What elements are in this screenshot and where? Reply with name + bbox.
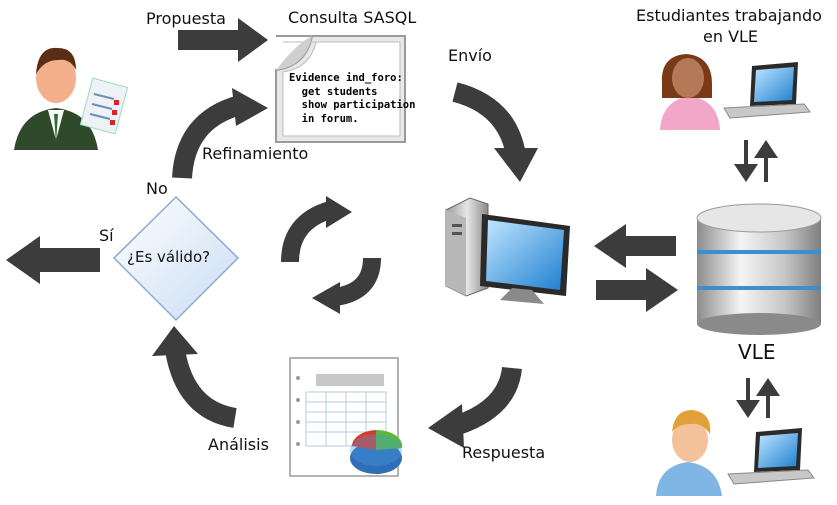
arrow-envio: [452, 82, 525, 153]
arrow-refinamiento-head: [232, 88, 268, 126]
student-female-icon: [660, 54, 720, 130]
query-line: Evidence ind_foro:: [289, 72, 403, 84]
document-icon: [275, 35, 406, 143]
computer-icon: [445, 197, 570, 304]
label-si: Sí: [99, 226, 114, 245]
refresh-cycle-top: [281, 201, 333, 263]
label-envio: Envío: [448, 46, 492, 65]
label-analisis: Análisis: [208, 435, 269, 454]
arrow-si-exit: [6, 236, 100, 284]
teacher-icon: [14, 47, 129, 150]
pie-chart-icon: [350, 429, 403, 474]
arrow-envio-head: [494, 148, 538, 182]
query-line: get students: [289, 85, 378, 98]
laptop-icon: [727, 428, 815, 485]
arrow-students-up: [754, 140, 778, 182]
label-consulta-sasql: Consulta SASQL: [288, 8, 417, 27]
query-line: show participation: [289, 99, 416, 111]
refresh-cycle-bottom: [333, 257, 381, 306]
laptop-icon: [723, 62, 811, 119]
arrow-respuesta: [454, 366, 522, 435]
label-refinamiento: Refinamiento: [202, 144, 309, 163]
query-line: in forum.: [289, 112, 359, 125]
decision-diamond: [112, 195, 240, 322]
label-estudiantes-line2: en VLE: [703, 27, 759, 46]
label-estudiantes-line1: Estudiantes trabajando: [636, 6, 822, 25]
arrow-propuesta: [178, 18, 268, 62]
label-no: No: [146, 179, 168, 198]
arrow-students2-up: [756, 378, 780, 418]
arrow-pc-to-vle: [596, 268, 678, 312]
arrow-vle-to-pc: [594, 224, 676, 268]
arrow-analisis-head: [152, 326, 198, 356]
query-code: Evidence ind_foro: get students show par…: [289, 72, 415, 126]
label-propuesta: Propuesta: [146, 9, 226, 28]
label-vle: VLE: [738, 340, 776, 364]
label-respuesta: Respuesta: [462, 443, 546, 462]
arrow-students-down: [734, 140, 758, 182]
decision-label: ¿Es válido?: [127, 248, 211, 266]
refresh-cycle-top-head: [326, 196, 352, 228]
arrow-refinamiento: [172, 95, 243, 179]
student-male-icon: [656, 410, 722, 496]
arrow-analisis: [165, 348, 238, 428]
database-icon: [696, 203, 822, 335]
arrow-respuesta-head: [428, 404, 464, 448]
arrow-students2-down: [736, 378, 760, 418]
refresh-cycle-bottom-head: [312, 282, 340, 314]
